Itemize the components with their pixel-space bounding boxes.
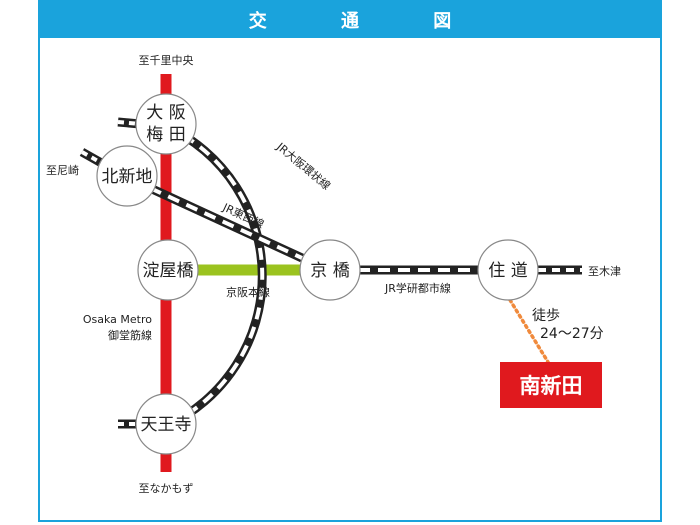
label-to-nakamozu: 至なかもず <box>139 482 194 495</box>
label-jr-gakkentoshi: JR学研都市線 <box>384 281 451 295</box>
label-to-amagasaki: 至尼崎 <box>46 163 79 177</box>
label-metro-line1: Osaka Metro <box>83 313 152 326</box>
map-frame: 交 通 図 <box>38 0 662 522</box>
station-sumimichi: 住 道 <box>477 239 539 301</box>
destination-box: 南新田 <box>500 362 602 408</box>
svg-text:大 阪: 大 阪 <box>146 103 185 123</box>
label-walk-line1: 徒歩 <box>532 308 560 324</box>
map-title: 交 通 図 <box>40 2 660 38</box>
svg-text:住 道: 住 道 <box>488 261 527 281</box>
svg-text:梅 田: 梅 田 <box>146 125 185 145</box>
label-metro-line2: 御堂筋線 <box>108 328 152 342</box>
label-walk-line2: 24～27分 <box>540 326 604 342</box>
station-kitashinchi: 北新地 <box>96 145 158 207</box>
svg-text:南新田: 南新田 <box>520 374 583 398</box>
svg-text:北新地: 北新地 <box>102 167 153 187</box>
label-jr-osaka-loop: JR大阪環状線 <box>273 139 333 193</box>
svg-text:淀屋橋: 淀屋橋 <box>143 261 194 281</box>
label-to-senri-chuo: 至千里中央 <box>139 54 194 67</box>
svg-text:天王寺: 天王寺 <box>141 415 192 435</box>
svg-text:京 橋: 京 橋 <box>310 261 349 281</box>
label-keihan: 京阪本線 <box>226 285 270 299</box>
station-umeda: 大 阪 梅 田 <box>135 93 197 155</box>
station-yodoyabashi: 淀屋橋 <box>137 239 199 301</box>
jr-loop-line-dash <box>165 124 265 428</box>
jr-stub-umeda-dash <box>117 120 141 126</box>
label-to-kizu: 至木津 <box>588 265 621 278</box>
walk-route <box>508 298 550 364</box>
station-kyobashi: 京 橋 <box>299 239 361 301</box>
jr-tozai-line-dash <box>149 186 303 260</box>
station-tennoji: 天王寺 <box>135 393 197 455</box>
